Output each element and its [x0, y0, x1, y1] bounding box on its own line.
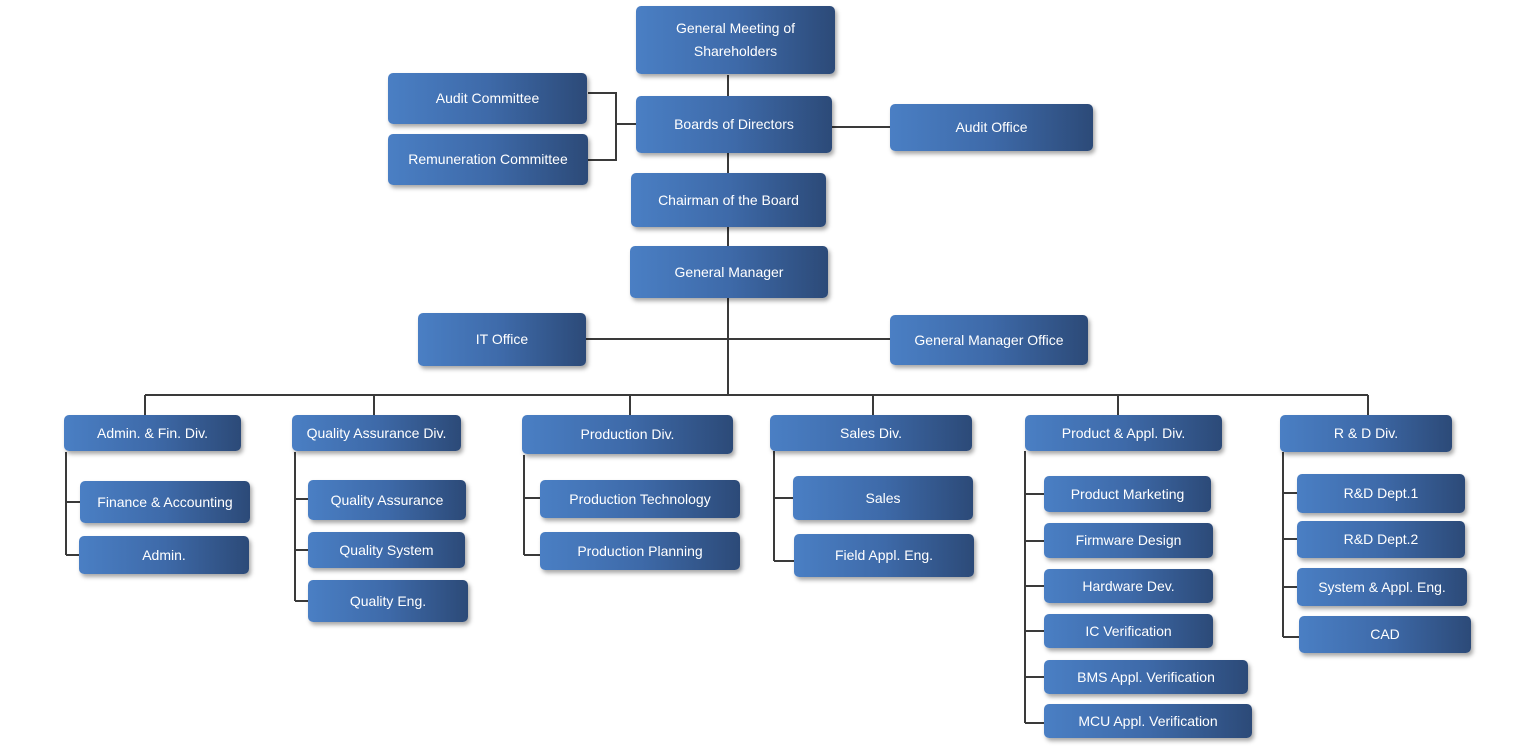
dept-rd-dept-2: R&D Dept.2: [1297, 521, 1465, 558]
dept-bms-appl-verification: BMS Appl. Verification: [1044, 660, 1248, 694]
division-product-appl: Product & Appl. Div.: [1025, 415, 1222, 451]
division-rd: R & D Div.: [1280, 415, 1452, 452]
division-sales: Sales Div.: [770, 415, 972, 451]
division-admin-fin: Admin. & Fin. Div.: [64, 415, 241, 451]
audit-committee-box: Audit Committee: [388, 73, 587, 124]
division-production: Production Div.: [522, 415, 733, 454]
general-meeting-box: General Meeting of Shareholders: [636, 6, 835, 74]
audit-office-box: Audit Office: [890, 104, 1093, 151]
dept-hardware-dev: Hardware Dev.: [1044, 569, 1213, 603]
dept-production-technology: Production Technology: [540, 480, 740, 518]
dept-cad: CAD: [1299, 616, 1471, 653]
board-of-directors-box: Boards of Directors: [636, 96, 832, 153]
dept-field-appl-eng: Field Appl. Eng.: [794, 534, 974, 577]
dept-admin: Admin.: [79, 536, 249, 574]
dept-quality-system: Quality System: [308, 532, 465, 568]
dept-mcu-appl-verification: MCU Appl. Verification: [1044, 704, 1252, 738]
dept-ic-verification: IC Verification: [1044, 614, 1213, 648]
dept-system-appl-eng: System & Appl. Eng.: [1297, 568, 1467, 606]
dept-rd-dept-1: R&D Dept.1: [1297, 474, 1465, 513]
dept-production-planning: Production Planning: [540, 532, 740, 570]
dept-quality-eng: Quality Eng.: [308, 580, 468, 622]
dept-finance-accounting: Finance & Accounting: [80, 481, 250, 523]
dept-product-marketing: Product Marketing: [1044, 476, 1211, 512]
gm-office-box: General Manager Office: [890, 315, 1088, 365]
remuneration-committee-box: Remuneration Committee: [388, 134, 588, 185]
general-manager-box: General Manager: [630, 246, 828, 298]
dept-quality-assurance: Quality Assurance: [308, 480, 466, 520]
chairman-box: Chairman of the Board: [631, 173, 826, 227]
dept-sales: Sales: [793, 476, 973, 520]
it-office-box: IT Office: [418, 313, 586, 366]
dept-firmware-design: Firmware Design: [1044, 523, 1213, 558]
division-quality-assurance: Quality Assurance Div.: [292, 415, 461, 451]
